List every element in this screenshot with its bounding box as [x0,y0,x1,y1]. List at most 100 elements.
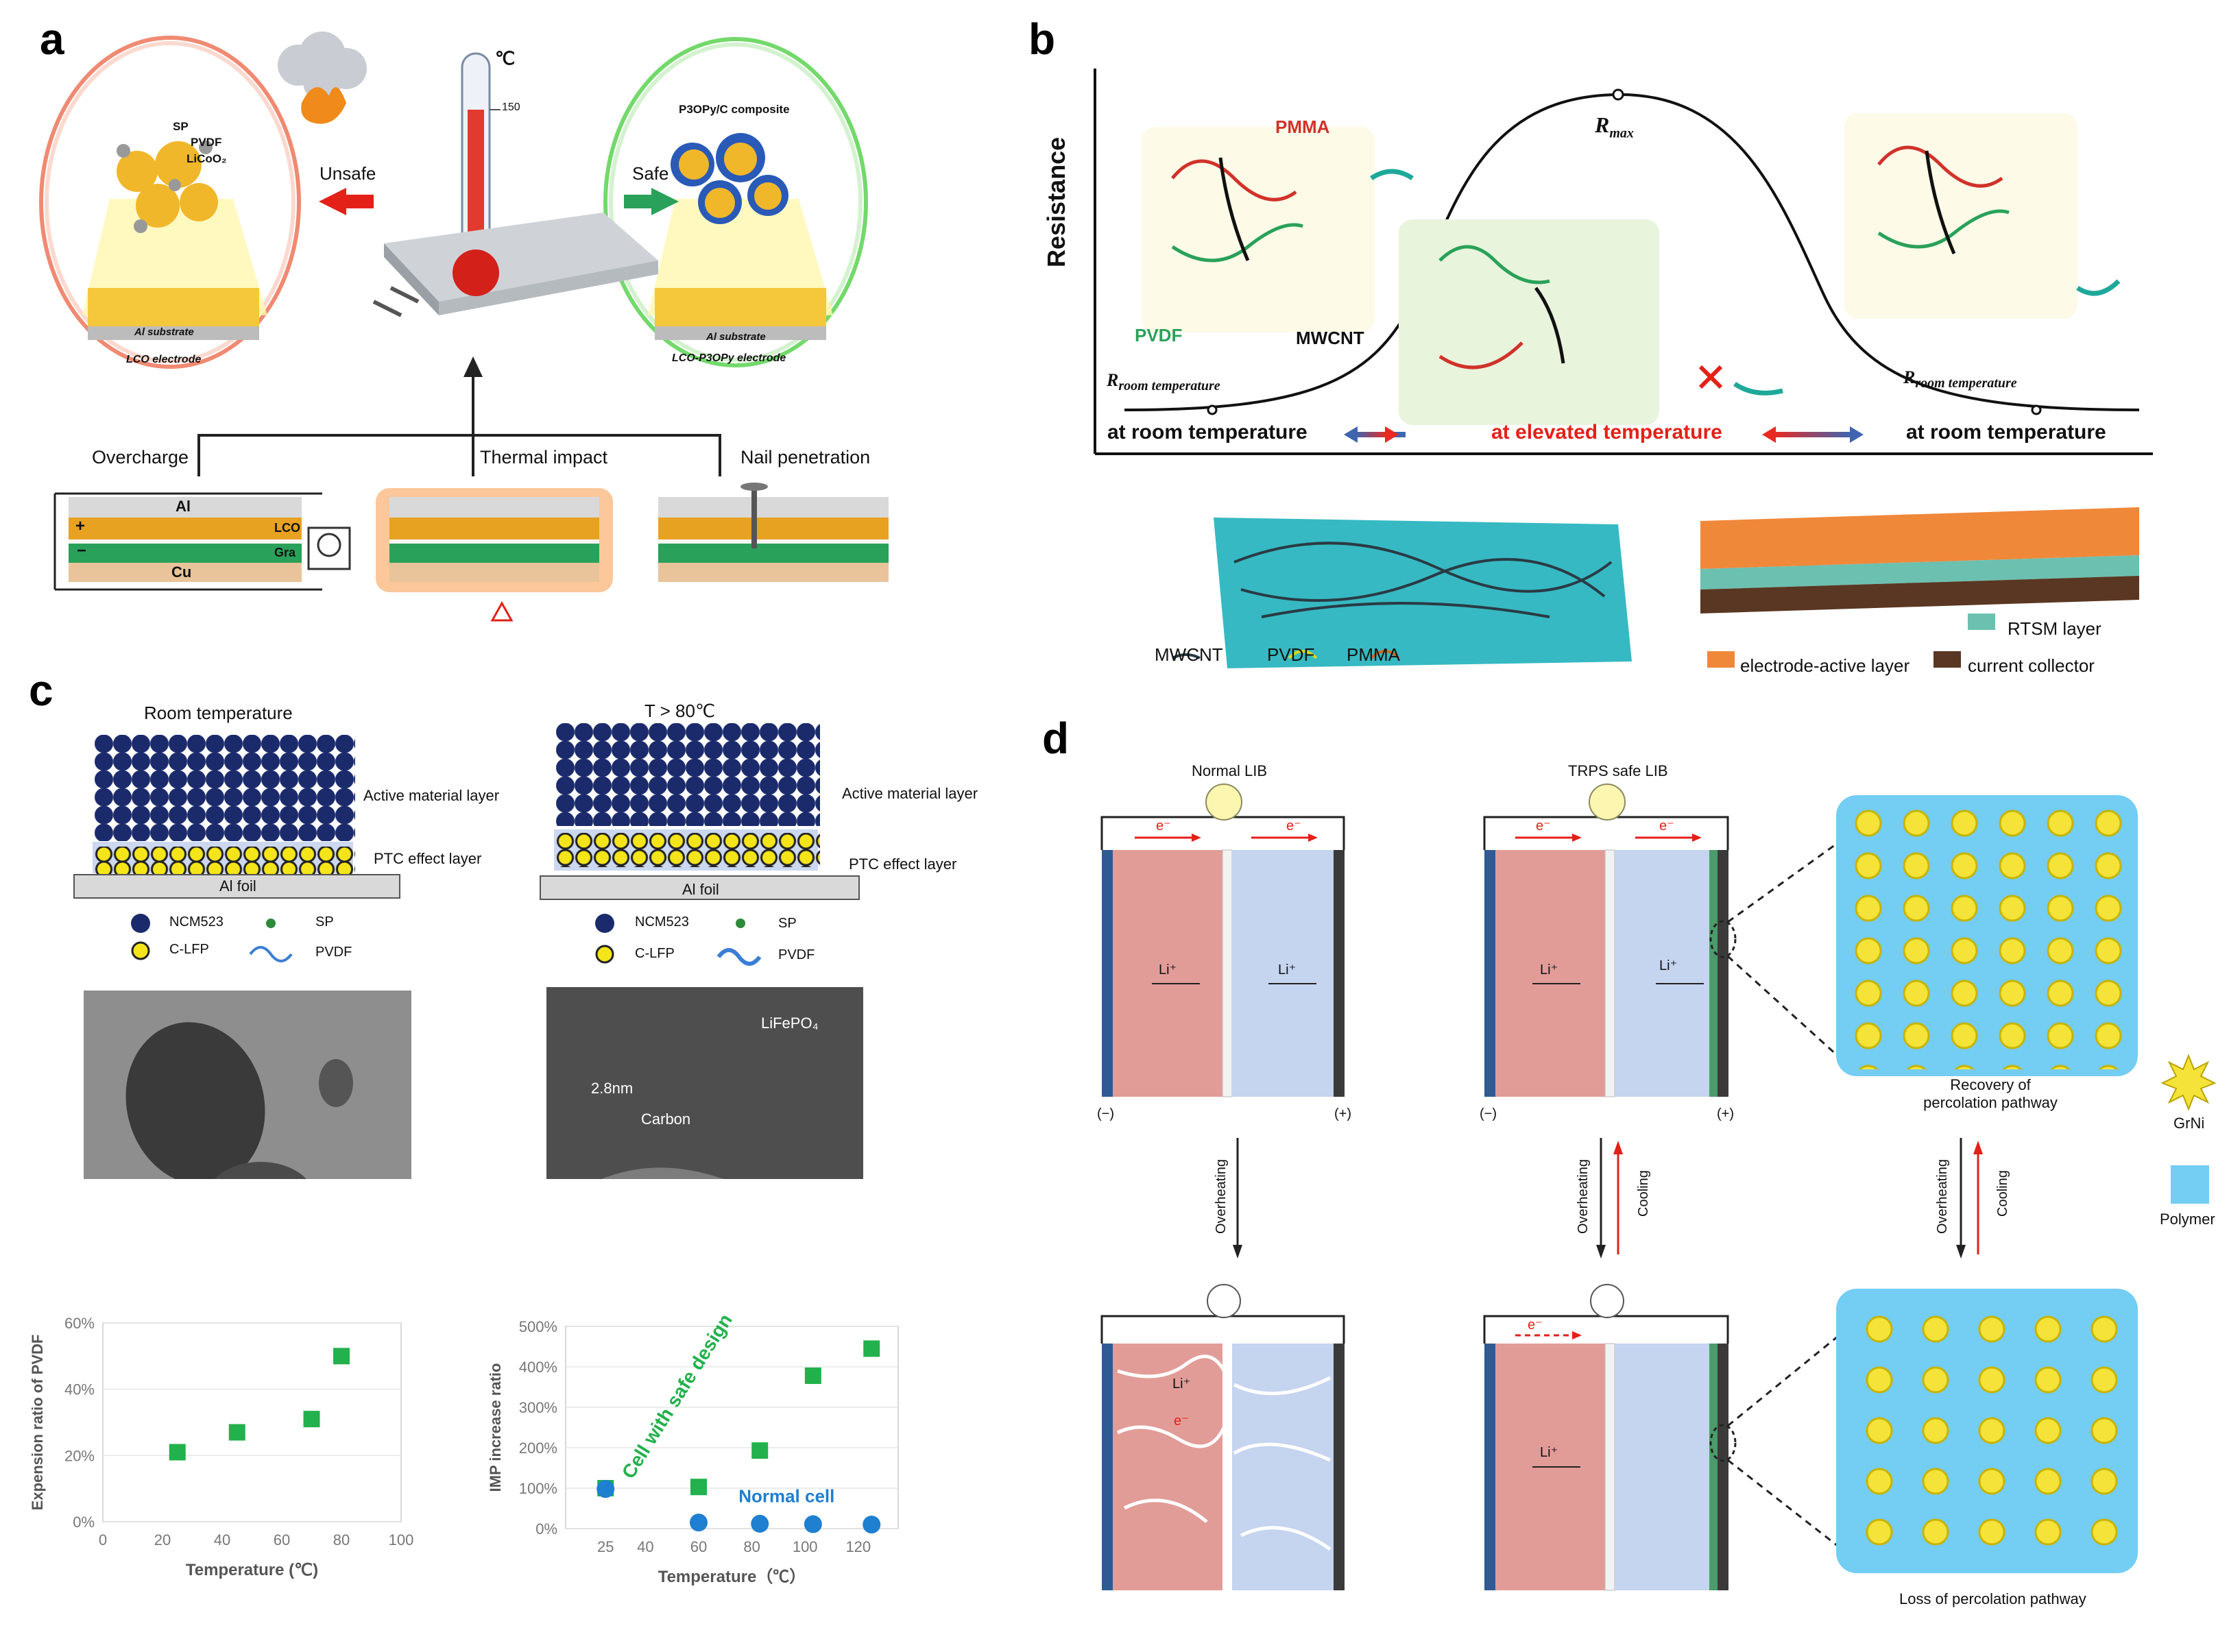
at-room-right-label: at room temperature [1906,421,2106,444]
minus-terminal-2: (−) [1480,1106,1497,1121]
y-tick-label: 0% [73,1514,95,1531]
electron-label-1: e⁻ [1156,818,1171,834]
y-tick-label: 500% [519,1318,557,1335]
left-caption: LCO electrode [126,354,202,365]
y-axis-label: Expension ratio of PVDF [29,1335,46,1511]
legend-left-clfp: C-LFP [169,942,209,957]
right-caption: LCO-P3OPy electrode [672,352,786,364]
plus-terminal-1: (+) [1334,1106,1351,1121]
r-room-right-main: R [1903,367,1916,387]
data-point-safe [863,1340,880,1357]
left-pvdf-label: PVDF [191,136,222,149]
recovery-particles [1844,802,2132,1069]
right-ptc-particles [556,833,820,867]
panel-label-d: d [1042,714,1070,763]
right-composite-label: P3OPy/C composite [679,103,790,116]
legend-right-clfp: C-LFP [635,946,675,961]
at-elevated-label: at elevated temperature [1491,421,1722,444]
cell-al-label: Al [176,498,191,515]
right-ptc-layer-label: PTC effect layer [849,855,957,873]
loss-particles [1844,1297,2132,1564]
nail-penetration-label: Nail penetration [740,447,871,467]
y-tick-label: 400% [519,1359,557,1376]
series-label-safe: Cell with safe design [618,1310,736,1482]
overcharge-label: Overcharge [92,447,189,467]
left-ptc-layer-label: PTC effect layer [374,850,482,867]
panel-d: Normal LIB TRPS safe LIB e⁻ e⁻ e⁻ e⁻ e⁻ … [1015,713,2229,1649]
panel-c: Room temperature T > 80℃ Active material… [0,658,1015,1649]
x-tick-label: 100 [389,1531,414,1548]
data-point [333,1348,350,1365]
data-point-normal [690,1514,708,1532]
r-room-right-label: Rroom temperature [1903,367,2017,391]
thermal-impact-label: Thermal impact [480,447,608,467]
x-axis-label: Temperature (℃) [186,1561,318,1579]
plot-frame [565,1326,899,1529]
tem-left-scalebar-label: 200nm [336,1220,383,1237]
panel-a: ℃ 150 Unsafe Safe SP PVDF LiCoO₂ Al subs… [0,0,1015,658]
high-temperature-title: T > 80℃ [644,701,716,721]
pvdf-label: PVDF [1135,325,1183,345]
data-point-normal [804,1515,822,1533]
li-label-2: Li⁺ [1278,962,1297,977]
y-tick-label: 300% [519,1399,557,1416]
panel-label-b: b [1028,14,1056,64]
r-room-left-sub: room temperature [1118,378,1220,394]
normal-lib-title: Normal LIB [1192,762,1268,779]
x-tick-label: 100 [793,1538,818,1555]
mwcnt-label: MWCNT [1296,328,1364,348]
loss-caption: Loss of percolation pathway [1899,1590,2086,1607]
polymer-legend-label: Polymer [2160,1211,2215,1228]
series-label-normal: Normal cell [738,1486,834,1507]
minus-terminal-1: (−) [1097,1106,1114,1121]
overheating-label-1: Overheating [1214,1159,1229,1234]
overheating-label-3: Overheating [1935,1159,1950,1234]
data-point-safe [804,1367,821,1384]
electron-label-5: e⁻ [1528,1317,1543,1333]
r-room-left-label: Rroom temperature [1107,370,1220,394]
tem-right-scalebar-label: 200nm [603,1227,650,1244]
left-ptc-particles [95,847,355,874]
trps-lib-title: TRPS safe LIB [1568,762,1668,779]
x-tick-label: 80 [743,1538,760,1555]
x-tick-label: 120 [845,1538,871,1555]
legend-right-pvdf: PVDF [778,947,815,962]
unsafe-label: Unsafe [320,163,376,184]
electron-label-2: e⁻ [1286,818,1301,834]
left-ncm-particles [95,735,355,841]
panel-label-c: c [29,666,53,715]
data-point-normal [863,1516,881,1534]
left-substrate-label: Al substrate [134,326,194,338]
left-licoo2-label: LiCoO₂ [186,152,227,165]
electron-label-3: e⁻ [1536,818,1551,834]
cooling-label-2: Cooling [1636,1170,1651,1217]
y-tick-label: 200% [519,1440,557,1457]
x-tick-label: 40 [637,1538,653,1555]
data-point [228,1424,245,1441]
y-tick-label: 100% [519,1480,557,1497]
electron-label-6: e⁻ [1174,1413,1189,1429]
legend-right-sp: SP [778,916,797,931]
at-room-left-label: at room temperature [1107,421,1308,444]
right-ncm-particles [556,723,820,826]
x-tick-label: 25 [597,1538,614,1555]
safe-label: Safe [632,163,669,184]
tem-right-carbon: Carbon [641,1110,691,1128]
pmma-label: PMMA [1275,117,1330,137]
li-label-6: Li⁺ [1172,1376,1191,1392]
cell-plus-label: + [75,517,86,535]
thermal-impact-cell-diagram [376,488,613,622]
x-tick-label: 60 [274,1531,290,1548]
rmax-sub: max [1609,125,1634,141]
electron-label-4: e⁻ [1659,818,1674,834]
r-room-right-sub: room temperature [1915,376,2017,391]
li-label-5: Li⁺ [1540,1445,1558,1460]
data-point [169,1444,186,1461]
data-point-safe [751,1442,769,1459]
nail-penetration-cell-diagram [658,483,889,582]
panel-label-a: a [40,14,64,64]
li-label-3: Li⁺ [1540,962,1558,977]
legend-left-pvdf: PVDF [315,945,352,960]
